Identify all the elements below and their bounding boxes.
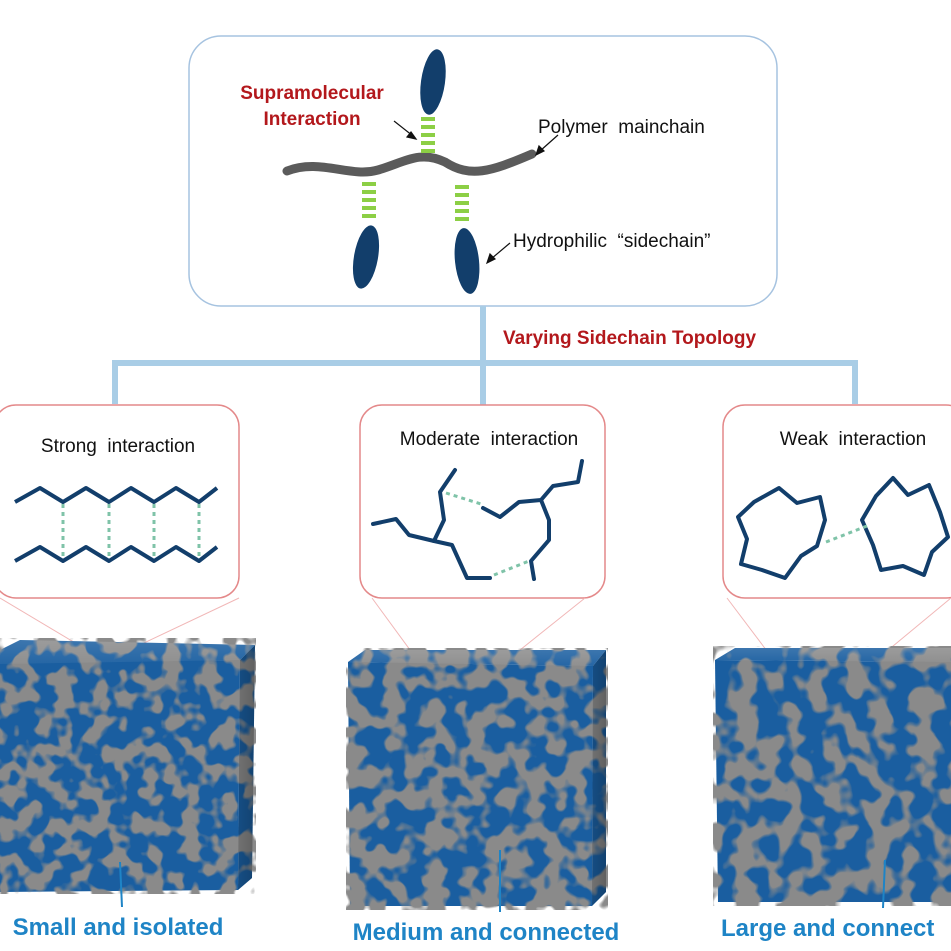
panel-weak-border (722, 404, 951, 599)
annotation-arrows (393, 120, 559, 265)
panel-moderate-title: Moderate interaction (400, 429, 579, 450)
polymer-mainchain (282, 149, 537, 177)
strong-chain-top (14, 486, 219, 504)
strong-hbonds (61, 504, 201, 556)
morphology-cube-small (0, 638, 256, 894)
morphology-cube-large (713, 646, 951, 906)
panel-weak: Weak interaction (722, 404, 951, 599)
panel-moderate-border (359, 404, 606, 599)
weak-ring-right (860, 476, 950, 577)
caption-small-isolated: Small and isolated (13, 914, 224, 941)
supramolecular-bond-right (455, 185, 469, 221)
panel-strong: Strong interaction (0, 404, 240, 599)
branch-connector (112, 306, 858, 406)
sidechain-ellipse-right (454, 228, 480, 294)
weak-ring-left (736, 486, 827, 580)
supramolecular-label-line2: Interaction (263, 109, 360, 130)
caption-pointers (119, 850, 886, 912)
panel-strong-border (0, 404, 240, 599)
supramolecular-bond-top (421, 117, 435, 153)
panel-weak-title: Weak interaction (780, 429, 926, 450)
top-panel: Supramolecular Interaction Polymer mainc… (188, 35, 778, 307)
strong-chain-bottom (14, 545, 219, 563)
morphology-cube-medium (346, 648, 608, 910)
sidechain-ellipse-top (420, 49, 446, 115)
panel-strong-title: Strong interaction (41, 436, 195, 457)
panel-moderate: Moderate interaction (359, 404, 606, 599)
sidechain-ellipse-left (352, 225, 380, 289)
supramolecular-bond-left (362, 182, 376, 218)
caption-large-connected: Large and connect (721, 915, 934, 942)
moderate-hbonds (445, 491, 530, 577)
polymer-mainchain-label: Polymer mainchain (538, 117, 705, 138)
branch-title: Varying Sidechain Topology (503, 328, 756, 349)
moderate-branched-chains (371, 459, 584, 581)
caption-medium-connected: Medium and connected (353, 919, 620, 946)
supramolecular-label-line1: Supramolecular (240, 83, 384, 104)
hydrophilic-sidechain-label: Hydrophilic “sidechain” (513, 231, 710, 252)
